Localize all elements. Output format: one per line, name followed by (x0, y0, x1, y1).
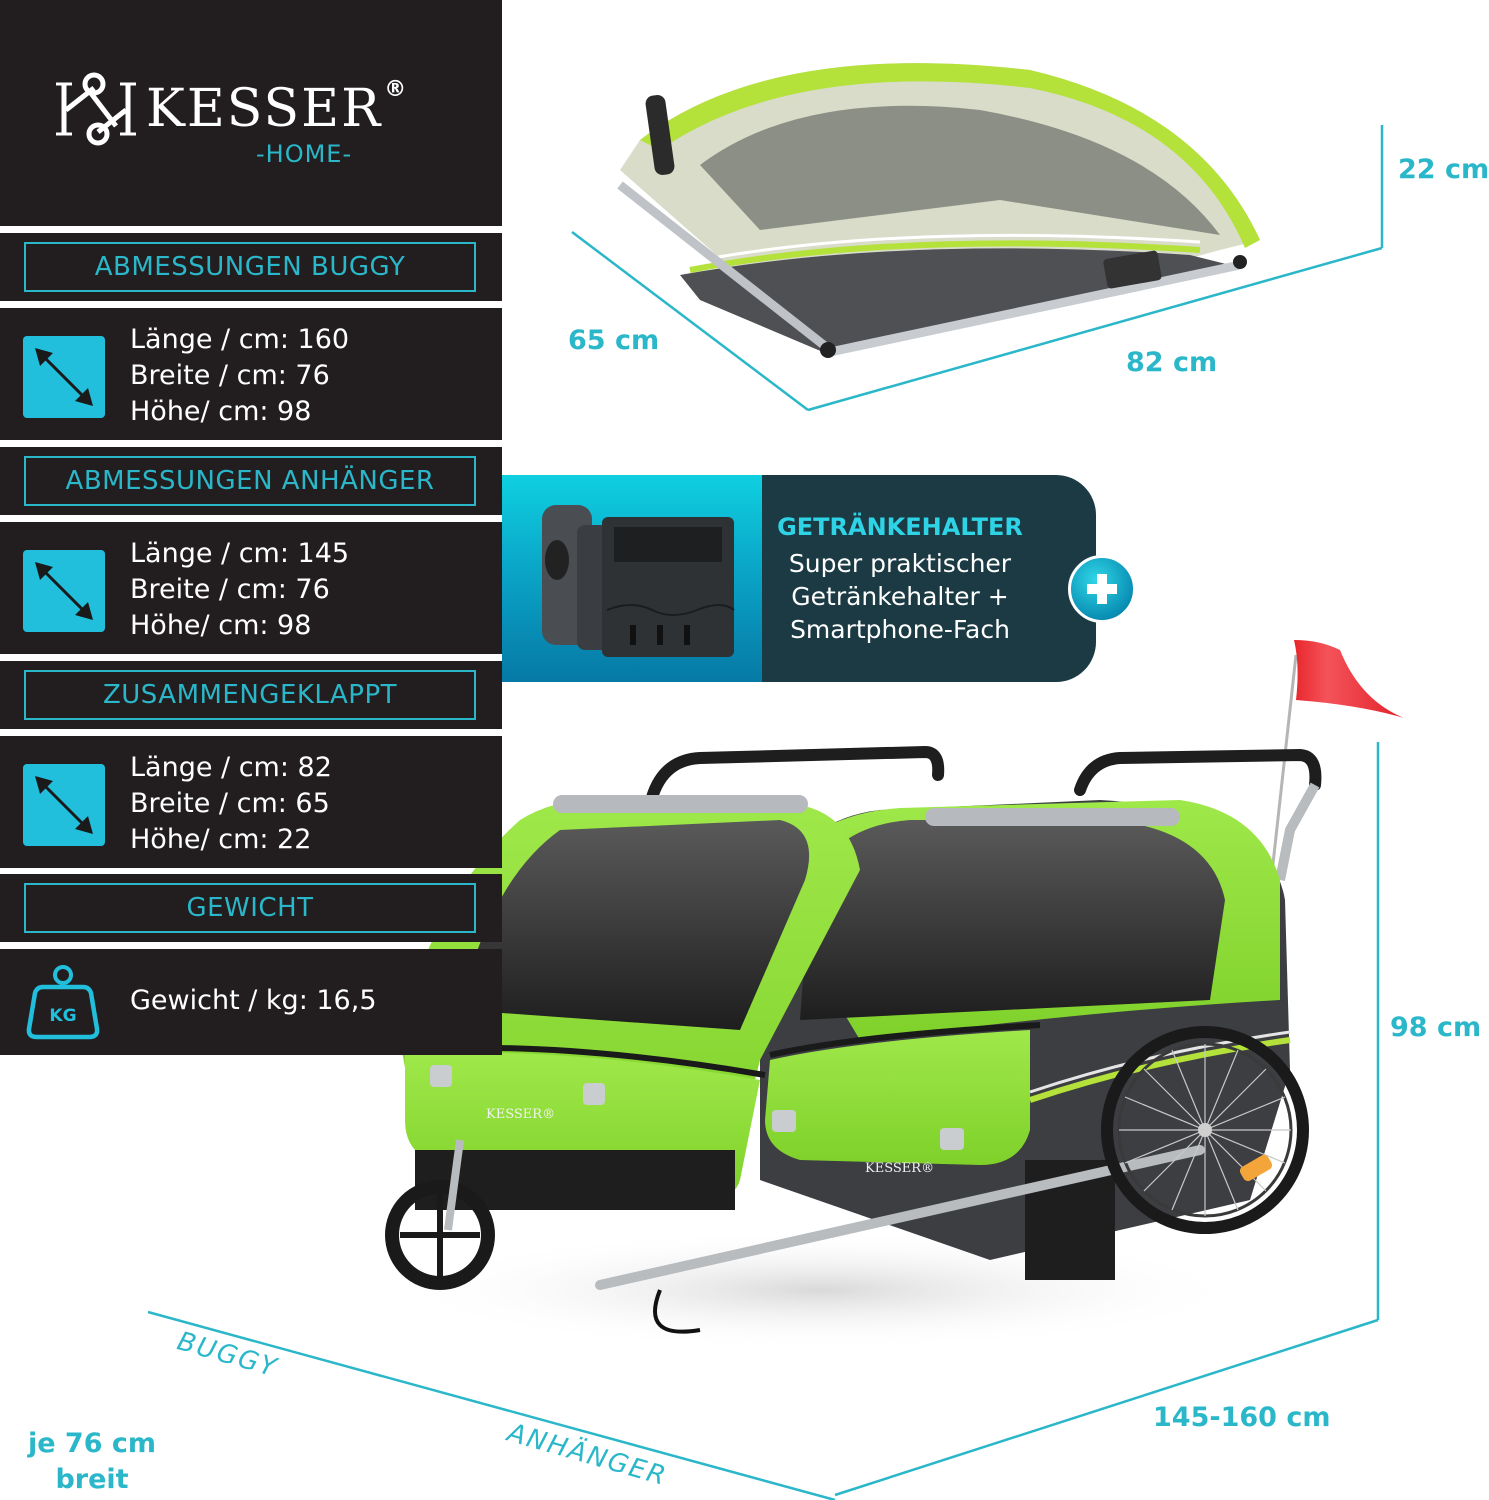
cup-holder-feature-banner: GETRÄNKEHALTER Super praktischer Getränk… (502, 475, 1136, 682)
svg-text:KG: KG (49, 1006, 76, 1026)
spec-trailer-dimensions: Länge / cm: 145 Breite / cm: 76 Höhe/ cm… (0, 522, 502, 654)
width-note-line: breit (55, 1464, 129, 1495)
description-line: Getränkehalter + (791, 582, 1009, 611)
assembled-height-label: 98 cm (1390, 1012, 1482, 1043)
spec-weight: KG Gewicht / kg: 16,5 (0, 949, 502, 1055)
rear-wheel-image (1101, 1026, 1309, 1234)
description-line: Smartphone-Fach (790, 615, 1010, 644)
buggy-body-image: KESSER® (400, 795, 860, 1210)
width-note-line: je 76 cm (27, 1428, 157, 1459)
svg-text:KESSER®: KESSER® (865, 1161, 934, 1176)
section-heading-folded: ZUSAMMENGEKLAPPT (0, 661, 502, 729)
assembled-dimension-lines (147, 742, 1380, 1500)
diagonal-arrows-icon (23, 764, 105, 846)
spec-width: Breite / cm: 76 (130, 574, 330, 605)
registered-mark: ® (384, 77, 409, 102)
description-line: Super praktischer (788, 549, 1012, 578)
cup-holder-image (542, 505, 735, 657)
brand-subline: -HOME- (256, 140, 353, 168)
spec-buggy-dimensions: Länge / cm: 160 Breite / cm: 76 Höhe/ cm… (0, 308, 502, 440)
folded-length-label: 82 cm (1126, 347, 1218, 378)
kg-weight-icon: KG (26, 965, 100, 1040)
folded-dimension-lines (571, 125, 1384, 412)
kesser-monogram-icon (56, 72, 136, 146)
spec-folded-dimensions: Länge / cm: 82 Breite / cm: 65 Höhe/ cm:… (0, 736, 502, 868)
spec-height: Höhe/ cm: 98 (130, 610, 312, 641)
cup-holder-title: GETRÄNKEHALTER (777, 513, 1023, 541)
plus-icon (1068, 555, 1136, 623)
assembled-width-note: je 76 cm breit (22, 1426, 162, 1498)
section-title: ABMESSUNGEN BUGGY (94, 252, 406, 282)
brand-header: KESSER® -HOME- (0, 0, 502, 226)
cup-holder-text-panel: GETRÄNKEHALTER Super praktischer Getränk… (762, 475, 1096, 682)
spec-length: Länge / cm: 82 (130, 752, 332, 783)
spec-width: Breite / cm: 65 (130, 788, 330, 819)
section-title: ABMESSUNGEN ANHÄNGER (65, 466, 435, 496)
assembled-length-label: 145-160 cm (1153, 1402, 1331, 1433)
svg-text:KESSER®: KESSER® (486, 1107, 555, 1122)
section-title: ZUSAMMENGEKLAPPT (102, 680, 398, 710)
section-title: GEWICHT (186, 893, 314, 923)
cup-holder-description: Super praktischer Getränkehalter + Smart… (762, 547, 1038, 646)
folded-height-label: 22 cm (1398, 154, 1489, 185)
spec-weight-value: Gewicht / kg: 16,5 (130, 985, 377, 1016)
folded-trailer-image (617, 63, 1260, 358)
cup-holder-image-panel (502, 475, 762, 682)
spec-width: Breite / cm: 76 (130, 360, 330, 391)
spec-height: Höhe/ cm: 22 (130, 824, 312, 855)
brand-logo: KESSER® (54, 70, 408, 148)
diagonal-arrows-icon (23, 550, 105, 632)
section-heading-weight: GEWICHT (0, 874, 502, 942)
section-heading-buggy: ABMESSUNGEN BUGGY (0, 233, 502, 301)
spec-length: Länge / cm: 145 (130, 538, 350, 569)
trailer-body-image: KESSER® (760, 800, 1291, 1280)
front-wheel-image (385, 1139, 495, 1290)
folded-depth-label: 65 cm (568, 325, 660, 356)
section-heading-trailer: ABMESSUNGEN ANHÄNGER (0, 447, 502, 515)
diagonal-arrows-icon (23, 336, 105, 418)
spec-length: Länge / cm: 160 (130, 324, 350, 355)
spec-height: Höhe/ cm: 98 (130, 396, 312, 427)
brand-name: KESSER® (146, 77, 409, 139)
